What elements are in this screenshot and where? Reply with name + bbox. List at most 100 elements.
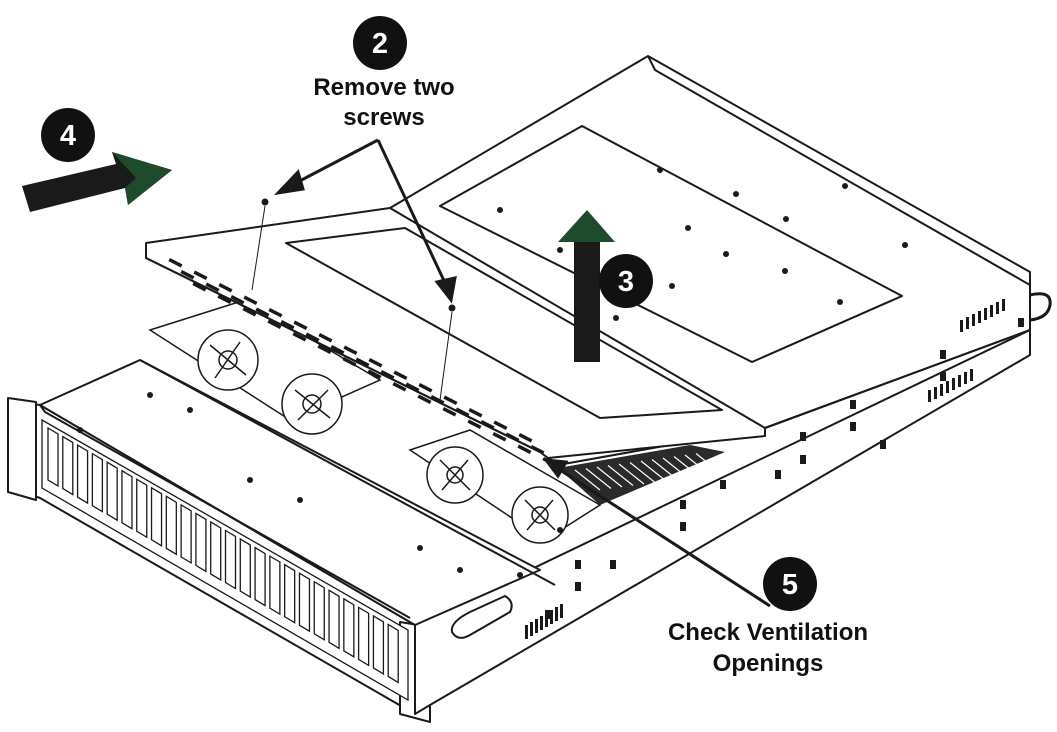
side-vent-slit xyxy=(970,369,973,381)
side-handle xyxy=(450,594,513,639)
step-2-pointer xyxy=(273,138,457,304)
screw-hole xyxy=(783,216,789,222)
vent-grille-line xyxy=(596,466,623,488)
lid-vent-slot xyxy=(405,382,420,392)
drive-bay-slot xyxy=(106,461,118,522)
side-vent-slit xyxy=(555,607,558,621)
drive-bay-slot xyxy=(357,606,370,667)
side-vent-slit xyxy=(940,384,943,396)
side-hole xyxy=(880,440,886,449)
side-panel xyxy=(414,329,1031,715)
lid-vent-slot xyxy=(367,369,382,379)
fan-assembly-left xyxy=(148,299,382,435)
vent-grille-line xyxy=(640,460,667,482)
screw-hole xyxy=(187,407,193,413)
side-hole xyxy=(850,400,856,409)
fan-assembly-right xyxy=(408,429,602,544)
screw-hole xyxy=(902,242,908,248)
lid-vent-slot xyxy=(492,432,507,442)
lid-vent-slot xyxy=(280,320,295,330)
lid-vent-slot xyxy=(455,407,470,417)
side-hole xyxy=(610,560,616,569)
screw-hole xyxy=(457,567,463,573)
side-vent-slit xyxy=(960,320,963,332)
screw-hole xyxy=(669,283,675,289)
drive-bay-slot xyxy=(195,512,207,573)
side-hole xyxy=(850,422,856,431)
drive-bays xyxy=(41,418,409,702)
drive-bay-slot xyxy=(136,478,148,539)
chassis-interior xyxy=(39,359,541,626)
vent-grille-line xyxy=(651,459,678,480)
lid-vent-slot xyxy=(343,345,358,355)
drive-bay-slot xyxy=(210,520,222,582)
lid-vent-slot xyxy=(380,370,395,380)
lid-vent-slot xyxy=(418,382,433,393)
screw-hole xyxy=(557,527,563,533)
lid-vent-slot xyxy=(392,382,407,392)
side-vent-slit xyxy=(934,387,937,399)
svg-text:3: 3 xyxy=(618,266,634,298)
screw-hole xyxy=(685,225,691,231)
slide-arrow-step-4 xyxy=(22,152,172,212)
side-vent-slit xyxy=(928,390,931,402)
screw-hole xyxy=(723,251,729,257)
lid-vent-slot xyxy=(242,307,257,317)
side-vent-slit xyxy=(540,616,543,630)
screw-hole xyxy=(247,477,253,483)
screw-hole xyxy=(147,392,153,398)
lid-vent-slot xyxy=(230,295,245,305)
lid-vent-slot xyxy=(443,395,458,405)
side-vent-slit xyxy=(984,308,987,320)
step-badge-4: 4 xyxy=(41,108,95,162)
vent-grille-line xyxy=(574,469,601,491)
drive-bay-slot xyxy=(313,580,325,641)
side-hole xyxy=(800,432,806,441)
side-vent-slit xyxy=(972,314,975,326)
drive-bay-slot xyxy=(91,452,104,513)
lid-vent-slot xyxy=(368,358,383,368)
drive-bay-slot xyxy=(269,554,281,616)
drive-bay-slot xyxy=(121,469,133,530)
lid-vent-slot xyxy=(180,270,195,280)
lid-vent-slot xyxy=(342,357,357,367)
screw-hole xyxy=(297,497,303,503)
screw-hole xyxy=(517,572,523,578)
screw-hole xyxy=(733,191,739,197)
drive-bay-slot xyxy=(284,563,296,624)
side-vent-slit xyxy=(545,613,548,627)
drive-bay-slot xyxy=(328,589,340,650)
lid-vent-slot xyxy=(530,444,545,455)
lid-vent-slot xyxy=(292,332,307,342)
side-panel-holes xyxy=(525,299,1024,639)
side-hole xyxy=(680,500,686,509)
lid-vent-slot xyxy=(468,408,483,418)
step-badge-2: 2 xyxy=(353,16,407,70)
lid-vent-slot xyxy=(480,420,495,430)
drive-bay-slot xyxy=(180,503,192,565)
step-5-pointer xyxy=(542,458,771,608)
side-vent-slit xyxy=(535,619,538,633)
side-vent-slit xyxy=(530,622,533,636)
drive-bay-slot xyxy=(254,546,266,607)
side-hole xyxy=(680,522,686,531)
drive-bay-slot xyxy=(224,529,237,590)
rear-handle xyxy=(1029,292,1052,322)
screw-hole xyxy=(497,207,503,213)
lid-vent-slot xyxy=(393,370,408,380)
vent-grille-line xyxy=(662,457,689,479)
lid-vent-slot xyxy=(417,394,432,404)
step-badge-3: 3 xyxy=(599,254,653,308)
vent-grille-line xyxy=(684,454,711,476)
lid-vent-slot xyxy=(430,395,445,405)
drive-bay-slot xyxy=(387,623,399,684)
vent-grille-line xyxy=(607,465,634,486)
lid-vent-slot xyxy=(168,258,183,268)
svg-text:2: 2 xyxy=(372,28,388,60)
drive-bay-slot xyxy=(62,435,74,496)
front-cover-lid xyxy=(145,207,766,467)
lid-vent-slot xyxy=(193,270,208,280)
lid-vent-slot xyxy=(467,419,482,429)
lid-vent-slot xyxy=(268,308,283,318)
drive-bay-slot xyxy=(150,486,163,547)
